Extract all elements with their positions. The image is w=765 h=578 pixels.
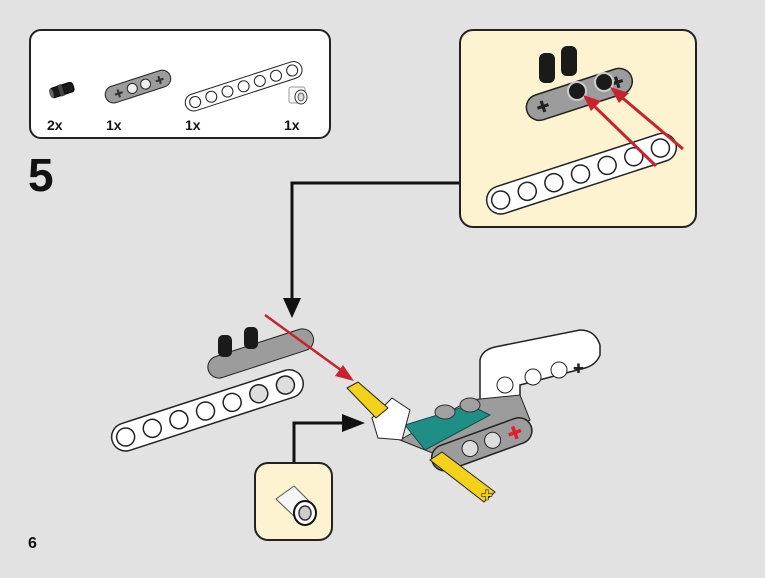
bush-illustration	[275, 485, 317, 526]
quantity-label: 1x	[106, 117, 122, 133]
svg-text:✚: ✚	[534, 97, 552, 117]
quantity-label: 1x	[284, 117, 300, 133]
connector-line-small	[292, 421, 348, 462]
svg-text:✚: ✚	[573, 361, 584, 376]
arrow-head-down-icon	[283, 298, 301, 318]
subassembly-illustration: ✚ ✚	[485, 46, 684, 215]
svg-text:✚: ✚	[154, 74, 166, 88]
white-beam-icon	[485, 132, 678, 215]
white-beam-part-icon	[184, 61, 303, 112]
white-bush-icon	[275, 485, 317, 526]
parts-illustrations: ✚ ✚	[49, 61, 308, 112]
white-bush-part-icon	[288, 86, 308, 105]
callout-bush	[254, 462, 333, 541]
page-number: 6	[28, 535, 37, 552]
parts-list-box: ✚ ✚ 2x 1x 1x 1x	[29, 29, 331, 139]
svg-text:✚: ✚	[481, 487, 493, 503]
red-insert-arrow-icon	[583, 87, 684, 168]
arrow-head-right-icon	[342, 414, 365, 432]
svg-text:✚: ✚	[505, 421, 526, 445]
black-pin-part-icon	[49, 81, 75, 99]
quantity-label: 1x	[185, 117, 201, 133]
connector-line-top	[290, 181, 460, 302]
callout-subassembly: ✚ ✚	[459, 29, 697, 228]
quantity-label: 2x	[47, 117, 63, 133]
black-pin-icon	[539, 46, 614, 101]
gray-beam-part-icon: ✚ ✚	[104, 69, 172, 104]
svg-text:✚: ✚	[113, 87, 125, 101]
right-assembly-icon: ✚ ✚ ✚	[346, 329, 601, 503]
red-insert-arrow-icon	[264, 313, 354, 381]
left-subassembly-icon	[110, 327, 315, 452]
step-number: 5	[28, 149, 54, 201]
